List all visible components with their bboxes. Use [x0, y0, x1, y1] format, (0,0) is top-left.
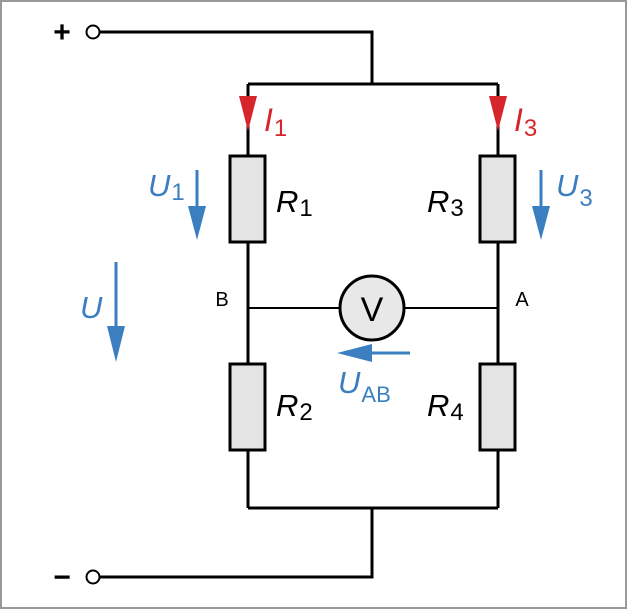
node-label-b: B	[215, 289, 228, 311]
label-i3-symbol: I	[514, 102, 523, 138]
voltmeter-circle	[338, 274, 406, 342]
label-r2-symbol: R	[276, 388, 298, 423]
label-uab-symbol: U	[338, 365, 361, 400]
label-r1: R1	[276, 184, 313, 222]
voltage-arrow-u-head	[107, 326, 125, 362]
resistor-r1	[228, 154, 267, 244]
voltage-arrow-u3	[532, 170, 550, 240]
label-u-symbol: U	[80, 290, 103, 325]
current-arrow-i3	[489, 96, 507, 131]
wire-plus	[100, 30, 374, 84]
label-i1-symbol: I	[264, 102, 273, 138]
label-uab-subscript: AB	[361, 382, 390, 407]
label-u: U	[80, 290, 103, 325]
label-r4-subscript: 4	[450, 399, 463, 426]
resistor-r3	[478, 154, 517, 244]
label-u1: U1	[148, 168, 185, 206]
voltage-arrow-uab-head	[337, 344, 372, 362]
label-i1: I1	[264, 102, 287, 142]
label-uab: UAB	[338, 365, 391, 407]
label-u1-subscript: 1	[171, 179, 184, 206]
label-r3: R3	[427, 184, 464, 222]
voltage-arrow-u3-head	[532, 206, 550, 240]
label-r3-symbol: R	[427, 184, 449, 219]
voltage-arrow-u1-head	[188, 206, 206, 240]
label-u1-symbol: U	[148, 168, 171, 203]
label-i3: I3	[514, 102, 537, 142]
voltmeter-symbol: V	[361, 291, 384, 329]
terminal-minus	[85, 569, 101, 585]
label-r1-symbol: R	[276, 184, 298, 219]
resistor-r4	[478, 362, 517, 452]
label-r4: R4	[427, 388, 464, 426]
terminal-plus	[85, 24, 101, 40]
label-r3-subscript: 3	[450, 195, 463, 222]
plus-sign: +	[53, 16, 71, 49]
label-r4-symbol: R	[427, 388, 449, 423]
voltage-arrow-u1	[188, 170, 206, 240]
label-r2-subscript: 2	[299, 399, 312, 426]
wires	[100, 30, 500, 579]
minus-sign: −	[53, 561, 71, 594]
label-r2: R2	[276, 388, 313, 426]
voltage-arrow-u	[107, 262, 125, 362]
node-label-a: A	[515, 289, 529, 311]
label-u3-symbol: U	[556, 168, 579, 203]
voltage-arrow-uab	[337, 344, 410, 362]
label-i3-subscript: 3	[524, 115, 537, 142]
label-u3: U3	[556, 168, 593, 212]
label-u3-subscript: 3	[579, 185, 592, 212]
wire-minus	[100, 508, 374, 579]
label-r1-subscript: 1	[299, 195, 312, 222]
resistor-r2	[228, 362, 267, 452]
label-i1-subscript: 1	[274, 115, 287, 142]
current-arrow-i1	[239, 96, 257, 131]
voltmeter: V	[338, 274, 406, 342]
